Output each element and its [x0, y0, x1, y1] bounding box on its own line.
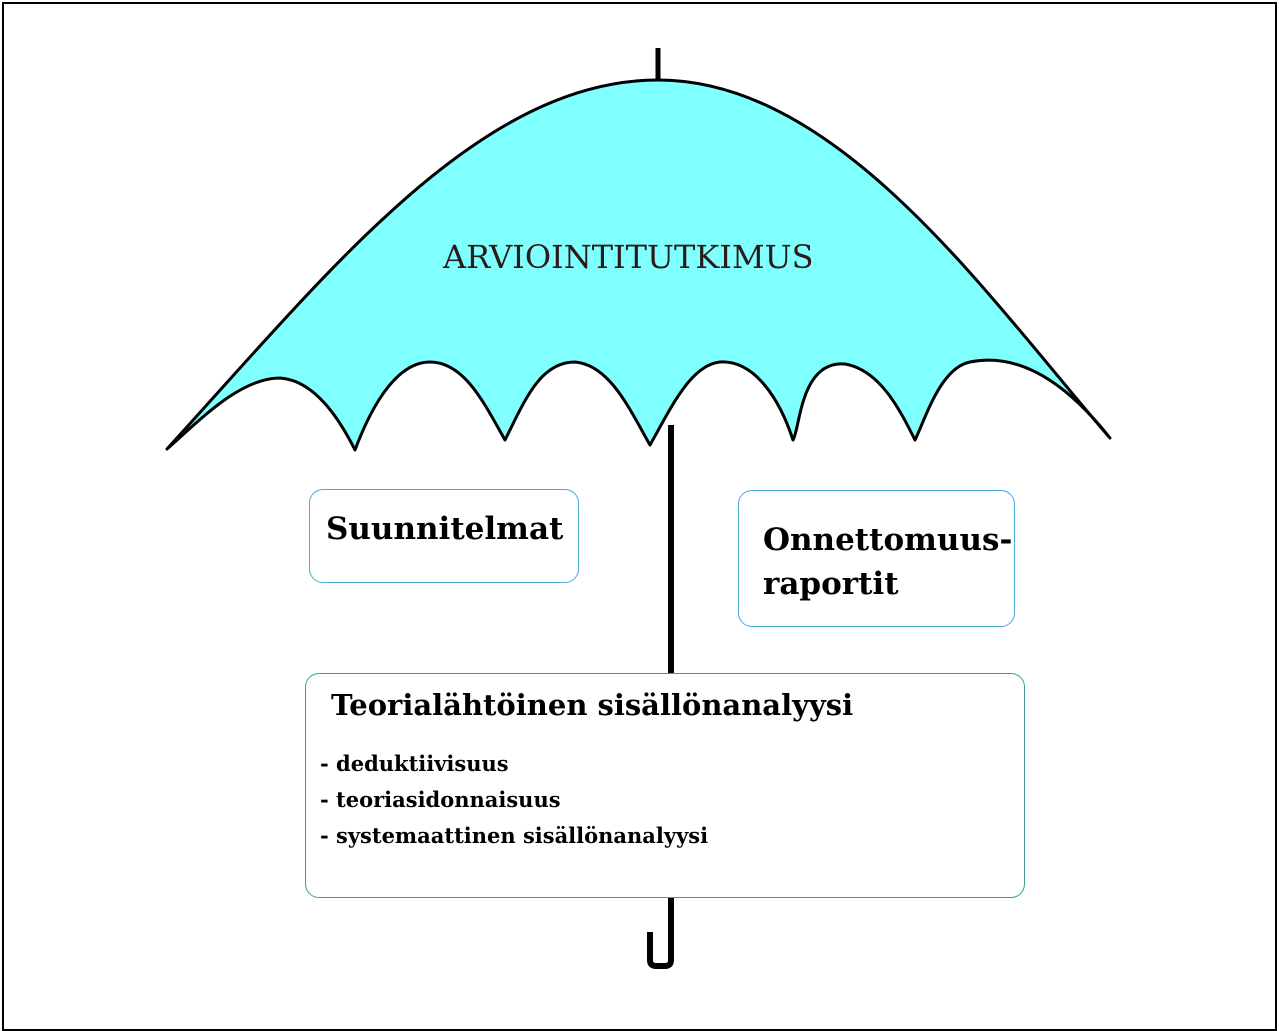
umbrella-label: ARVIOINTITUTKIMUS	[443, 238, 814, 276]
plans-box: Suunnitelmat	[309, 489, 579, 583]
theory-box: Teorialähtöinen sisällönanalyysi - deduk…	[305, 673, 1025, 898]
umbrella-handle	[647, 895, 674, 969]
reports-title-line1: Onnettomuus-	[763, 522, 1013, 558]
theory-point-list: - deduktiivisuus - teoriasidonnaisuus - …	[320, 746, 708, 854]
reports-title-line2: raportit	[763, 566, 899, 602]
umbrella-canopy	[165, 78, 1112, 452]
theory-point: - systemaattinen sisällönanalyysi	[320, 823, 709, 848]
reports-box: Onnettomuus- raportit	[738, 490, 1015, 627]
theory-point: - teoriasidonnaisuus	[320, 787, 561, 812]
theory-title: Teorialähtöinen sisällönanalyysi	[331, 688, 854, 722]
theory-point: - deduktiivisuus	[320, 751, 509, 776]
plans-title: Suunnitelmat	[326, 511, 564, 547]
reports-title: Onnettomuus- raportit	[763, 518, 1013, 606]
